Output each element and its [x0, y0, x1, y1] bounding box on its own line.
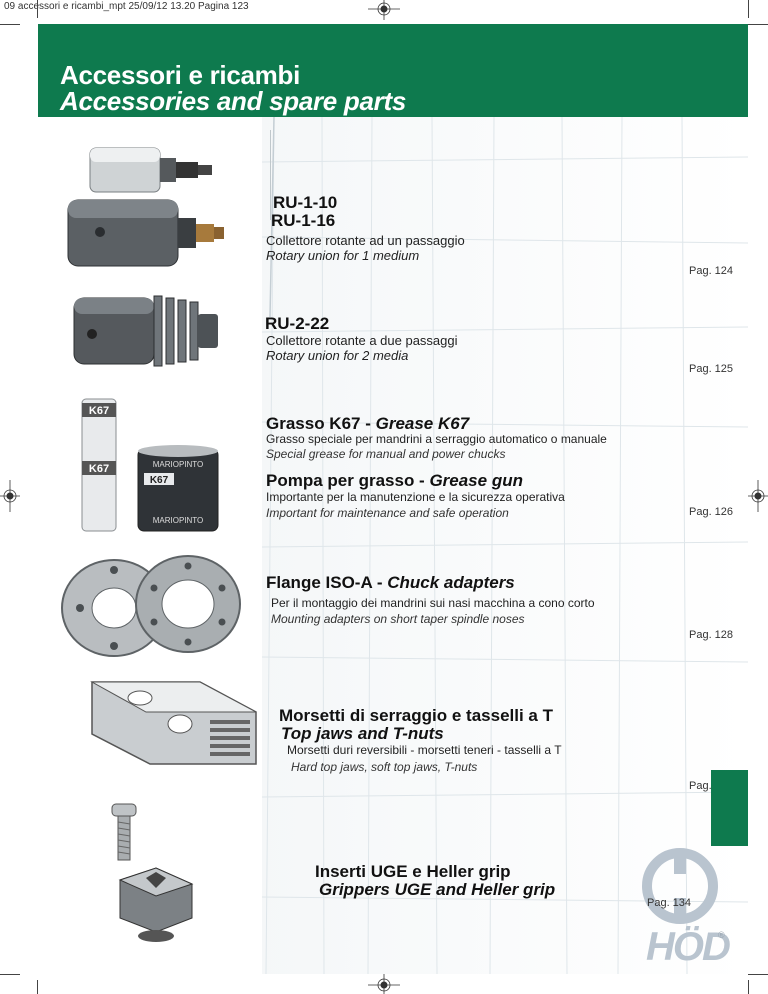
section-desc-en: Rotary union for 2 media: [266, 348, 409, 363]
page-title: Accessori e ricambi: [60, 60, 300, 90]
crop-mark: [748, 980, 749, 994]
section-title-grippers-it: Inserti UGE e Heller grip: [315, 862, 511, 881]
chuck-adapters-image: [61, 555, 241, 657]
registration-mark-right: [748, 480, 768, 512]
section-tab-marker: [711, 770, 748, 846]
print-slug: 09 accessori e ricambi_mpt 25/09/12 13.2…: [4, 1, 249, 12]
page-reference[interactable]: Pag. 125: [689, 363, 734, 375]
section-desc-it: Collettore rotante ad un passaggio: [266, 233, 465, 248]
crop-mark: [748, 24, 768, 25]
crop-mark: [0, 24, 20, 25]
section-title-ru-1-10: RU-1-10: [273, 193, 338, 212]
crop-mark: [37, 980, 38, 994]
section-title-en: Grease K67: [375, 414, 470, 433]
header-banner: Accessori e ricambi Accessories and spar…: [38, 24, 748, 117]
section-title-ru-2-22: RU-2-22: [265, 314, 330, 333]
tin-brand-label: MARIOPINTO: [153, 460, 204, 469]
section-desc-it: Grasso speciale per mandrini a serraggio…: [266, 432, 607, 446]
section-desc-en: Rotary union for 1 medium: [266, 248, 420, 263]
rotary-union-ru-2-22-image: [73, 295, 218, 367]
section-title-grippers-en: Grippers UGE and Heller grip: [319, 880, 556, 899]
section-title-flanges: Flange ISO-A - Chuck adapters: [266, 573, 515, 593]
page-subtitle: Accessories and spare parts: [60, 86, 406, 116]
decorative-grid-background: [262, 117, 748, 974]
crop-mark: [748, 974, 768, 975]
registered-mark: ®: [718, 930, 725, 940]
section-title-en: Grease gun: [429, 471, 523, 490]
section-desc-it: Collettore rotante a due passaggi: [266, 333, 458, 348]
registration-mark-left: [0, 480, 20, 512]
crop-mark: [37, 0, 38, 18]
section-desc-en: Mounting adapters on short taper spindle…: [271, 612, 525, 626]
section-title-top-jaws-it: Morsetti di serraggio e tasselli a T: [279, 706, 553, 725]
section-title-it: Grasso K67 -: [266, 414, 376, 433]
hod-logo: HÖD: [646, 925, 731, 969]
tin-label: K67: [150, 475, 169, 486]
section-title-top-jaws-en: Top jaws and T-nuts: [281, 724, 444, 743]
crop-mark: [748, 0, 749, 18]
grease-k67-image: K67 K67 MARIOPINTO K67 MARIOPINTO: [81, 398, 219, 532]
grip-inserts-image: [111, 803, 194, 942]
tube-label: K67: [89, 405, 109, 417]
section-desc-it: Importante per la manutenzione e la sicu…: [266, 490, 565, 504]
registration-mark-top: [368, 0, 400, 20]
section-title-grease: Grasso K67 - Grease K67: [266, 414, 469, 434]
section-desc-en: Special grease for manual and power chuc…: [266, 447, 506, 461]
svg-text:K67: K67: [89, 463, 109, 475]
svg-text:MARIOPINTO: MARIOPINTO: [153, 516, 204, 525]
section-title-it: Pompa per grasso -: [266, 471, 430, 490]
top-jaws-image: [90, 681, 257, 765]
page-reference[interactable]: Pag. 126: [689, 506, 734, 518]
section-title-ru-1-16: RU-1-16: [271, 211, 336, 230]
section-title-grease-gun: Pompa per grasso - Grease gun: [266, 471, 523, 491]
divider: [270, 130, 271, 220]
registration-mark-bottom: [368, 974, 400, 994]
section-desc-it: Morsetti duri reversibili - morsetti ten…: [287, 743, 562, 757]
section-desc-en: Hard top jaws, soft top jaws, T-nuts: [291, 760, 478, 774]
crop-mark: [0, 974, 20, 975]
section-title-en: Chuck adapters: [387, 573, 515, 592]
hod-logo-ring: [642, 848, 718, 924]
section-desc-en: Important for maintenance and safe opera…: [266, 506, 509, 520]
section-title-it: Flange ISO-A -: [266, 573, 388, 592]
page-reference[interactable]: Pag. 124: [689, 265, 734, 277]
section-desc-it: Per il montaggio dei mandrini sui nasi m…: [271, 596, 595, 610]
rotary-union-ru-1-image: [67, 147, 224, 267]
page-reference[interactable]: Pag. 134: [647, 897, 692, 909]
page-reference[interactable]: Pag. 128: [689, 629, 734, 641]
